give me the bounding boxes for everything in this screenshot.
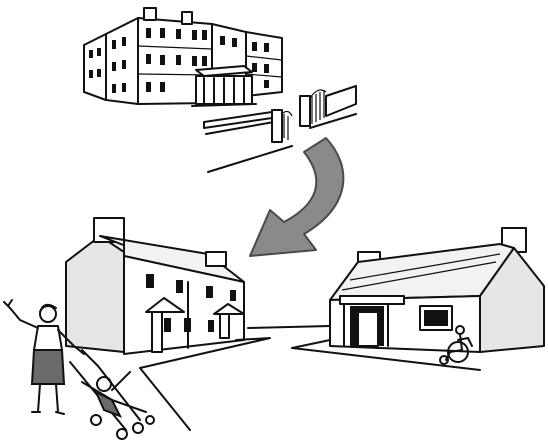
terraced-houses-icon <box>66 218 244 354</box>
institution-building-icon <box>84 8 282 106</box>
bungalow-icon <box>330 228 544 352</box>
child-buggy-icon <box>70 350 154 439</box>
